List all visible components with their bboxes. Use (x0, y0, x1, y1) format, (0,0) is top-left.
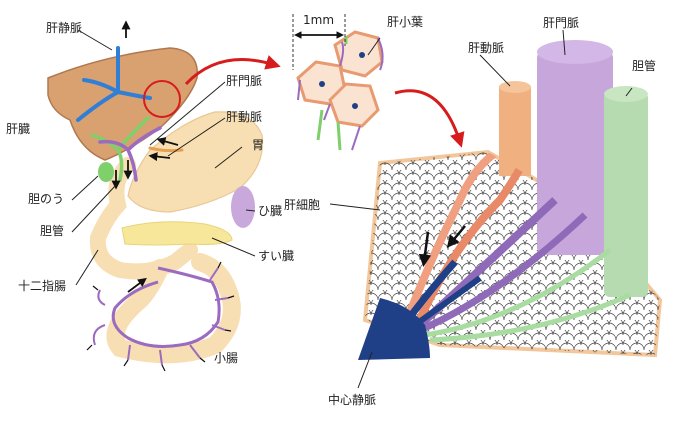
label-bile-duct: 胆管 (40, 223, 64, 238)
curved-red-arrow-icon (184, 55, 281, 86)
spleen-shape (231, 186, 255, 228)
label-hepatic-artery-right: 肝動脈 (468, 41, 504, 55)
label-pancreas: すい臓 (258, 249, 294, 263)
digestive-organs (47, 46, 264, 372)
label-stomach: 胃 (252, 138, 264, 152)
gallbladder-shape (98, 162, 114, 182)
label-liver: 肝臓 (6, 122, 30, 136)
mesenteric-veins (111, 266, 221, 348)
scale-bar (292, 14, 346, 70)
label-duodenum: 十二指腸 (18, 278, 66, 293)
bile-duct-cylinder (604, 92, 648, 297)
label-spleen: ひ臓 (258, 204, 282, 218)
pancreas-shape (121, 221, 233, 246)
bile-duct-vessel (90, 116, 150, 182)
flow-arrow-icon (111, 20, 179, 293)
label-hepatic-vein: 肝静脈 (46, 21, 82, 35)
hepatic-artery-cylinder (499, 86, 531, 176)
label-small-intestine: 小腸 (214, 351, 238, 365)
label-hepatic-lobule: 肝小葉 (387, 15, 423, 29)
magnify-circle-icon (143, 80, 181, 118)
duodenum-shape (89, 157, 198, 280)
tissue-block (358, 40, 663, 360)
label-gallbladder: 胆のう (28, 192, 64, 206)
curved-red-arrow-icon (394, 89, 465, 148)
label-central-vein: 中心静脈 (328, 392, 376, 407)
label-portal-vein: 肝門脈 (226, 74, 262, 88)
central-vein-shape (358, 298, 430, 360)
mesenteric-ticks (86, 261, 235, 372)
mesenteric-branches (92, 267, 229, 366)
label-hepatic-artery: 肝動脈 (226, 110, 262, 124)
liver-shape (47, 47, 198, 161)
hepatic-lobules (296, 30, 384, 151)
label-hepatocyte: 肝細胞 (284, 198, 320, 212)
small-intestine-shape (106, 253, 241, 364)
hepatic-vein-vessel (76, 46, 152, 122)
portal-vein-vessel (98, 126, 162, 182)
label-bile-duct-right: 胆管 (632, 58, 656, 73)
label-portal-vein-right: 肝門脈 (543, 16, 579, 30)
hepatic-artery-vessel (148, 146, 184, 153)
leader-lines (71, 29, 633, 389)
label-scale: 1mm (303, 13, 334, 27)
